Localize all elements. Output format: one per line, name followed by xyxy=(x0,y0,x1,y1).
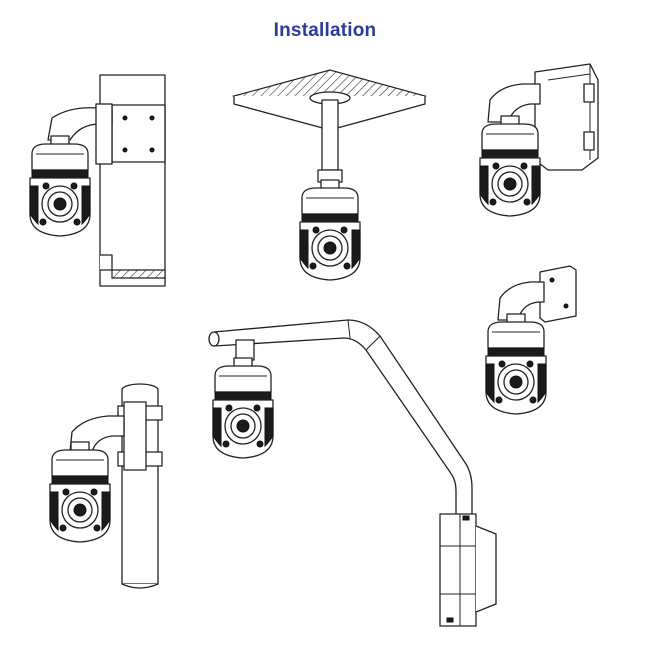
pole-mount-scene xyxy=(49,383,163,589)
ptz-camera-wall xyxy=(29,135,91,237)
wall-mount-scene xyxy=(29,74,166,287)
ptz-camera-pole xyxy=(49,441,111,543)
ptz-camera-small-wall xyxy=(485,313,547,415)
pole-box xyxy=(439,513,477,627)
small-wall-plate xyxy=(539,265,577,323)
box-arm-bracket xyxy=(487,83,541,123)
page-title: Installation xyxy=(273,20,377,41)
ceiling-mount-scene xyxy=(231,69,428,281)
wall-plate xyxy=(111,104,166,163)
gooseneck-mount-scene xyxy=(208,319,497,627)
ptz-camera-gooseneck xyxy=(212,357,274,459)
junction-box xyxy=(534,63,599,171)
small-wall-mount-scene xyxy=(485,265,577,415)
ptz-camera-box xyxy=(479,115,541,217)
wall-ledge-hatch xyxy=(111,269,166,279)
ptz-camera-ceiling xyxy=(299,179,361,281)
corner-box-mount-scene xyxy=(479,63,599,217)
pendant-pole xyxy=(321,99,339,171)
